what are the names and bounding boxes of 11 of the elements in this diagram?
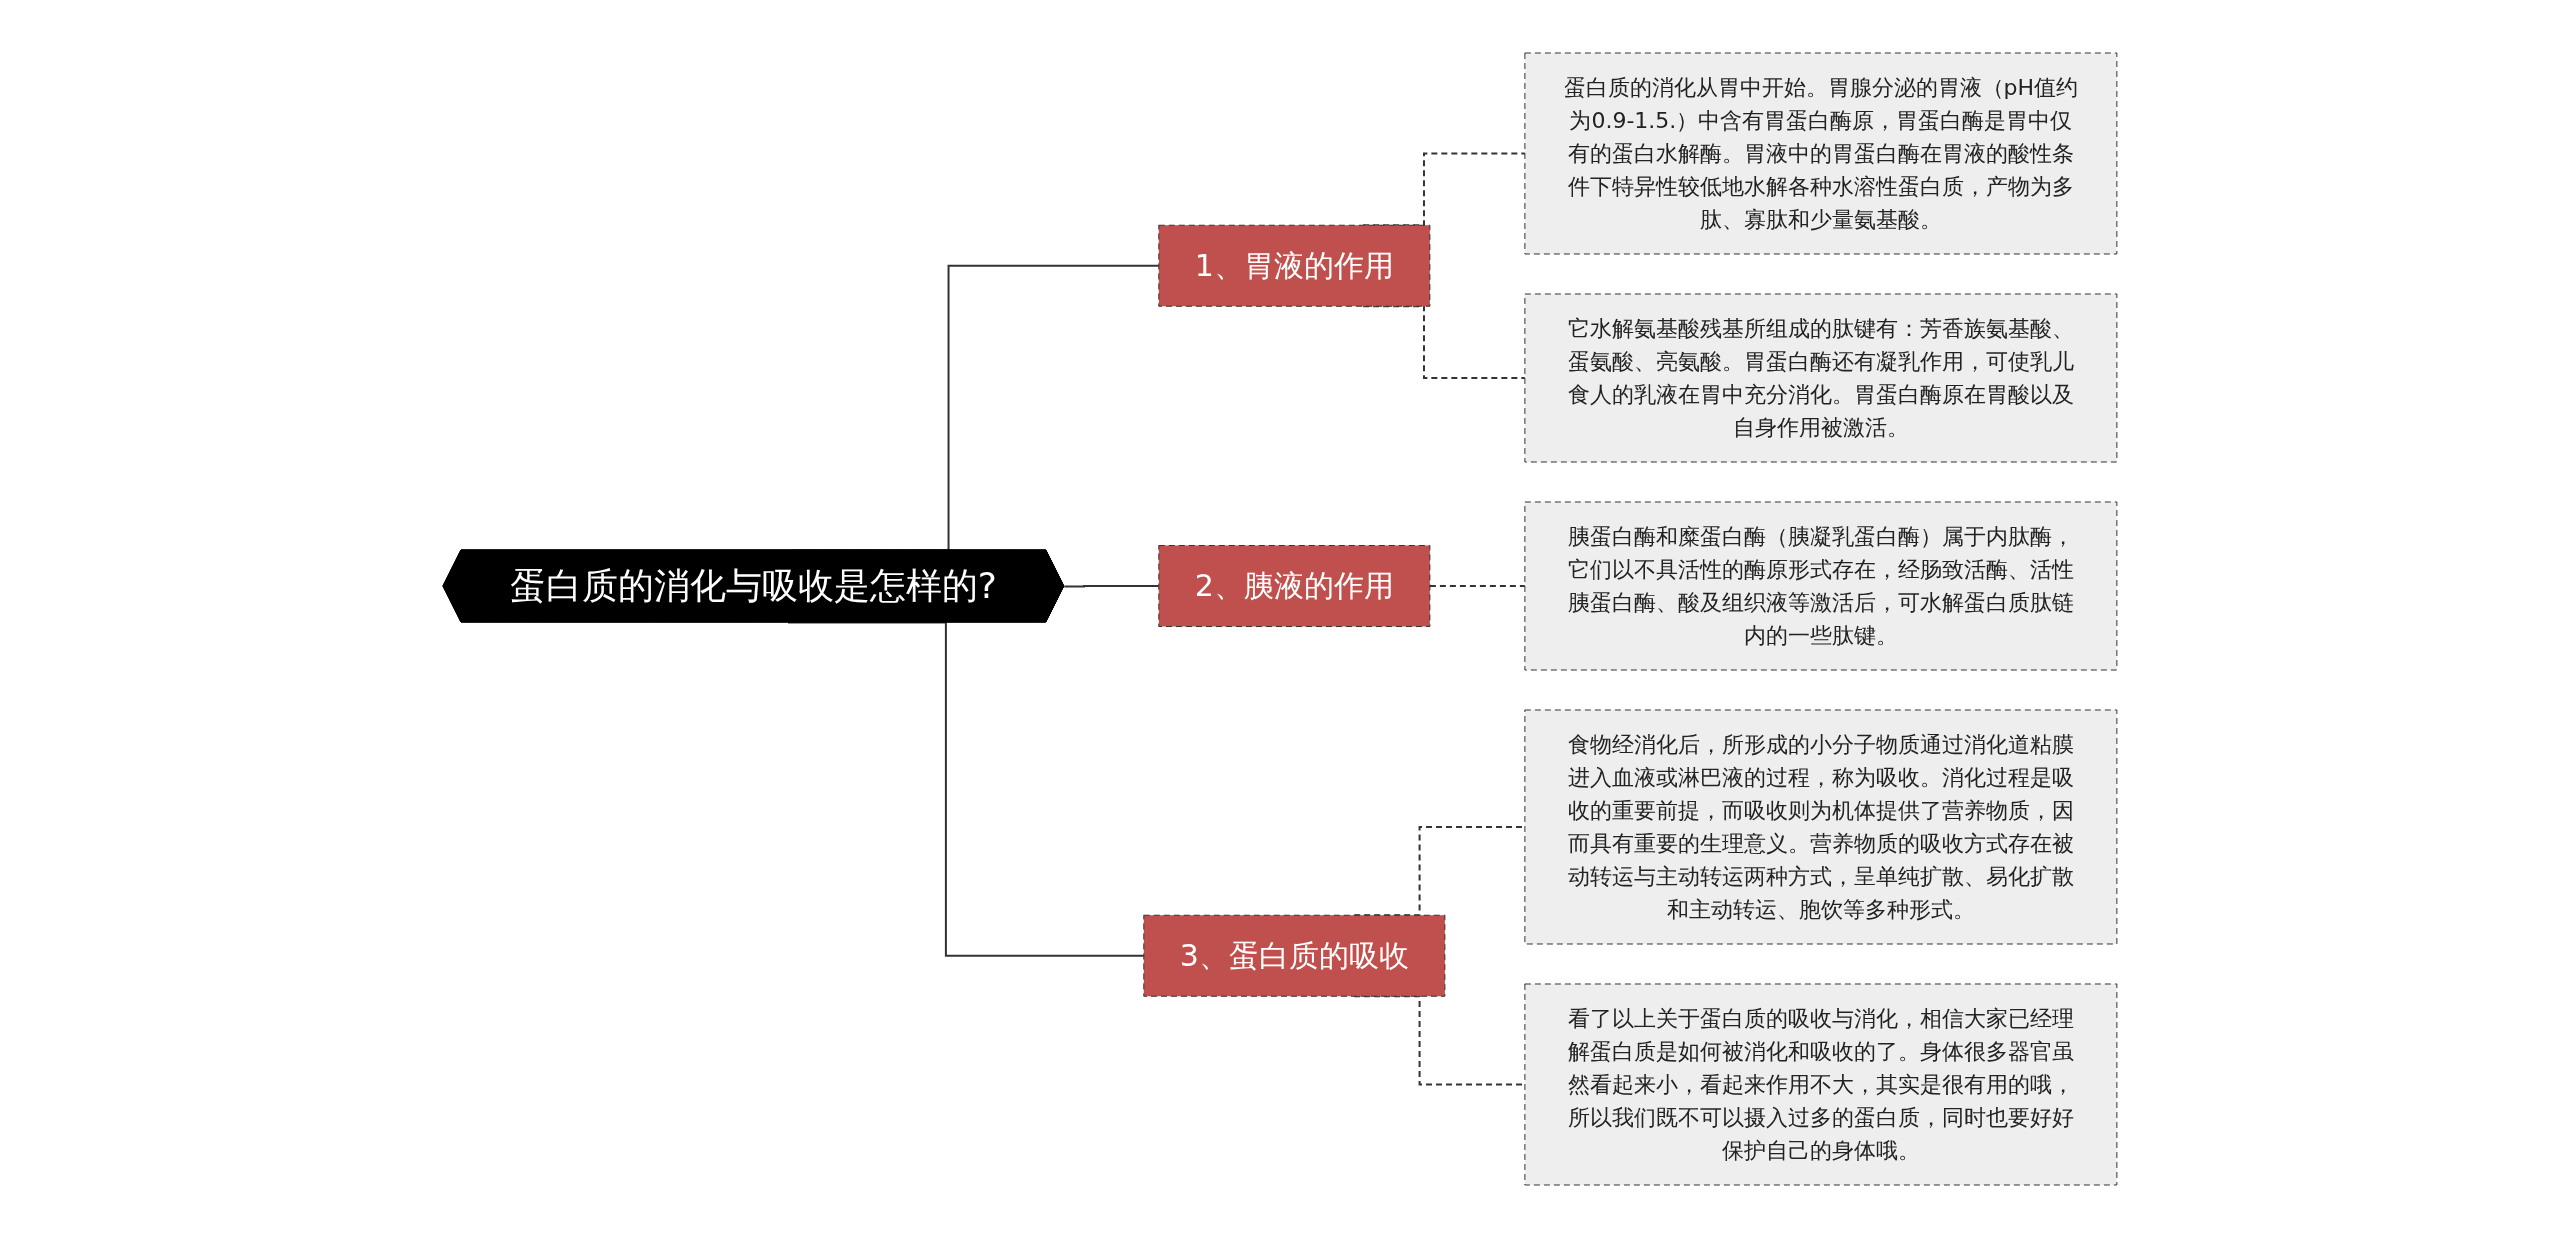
node-box: 它水解氨基酸残基所组成的肽键有：芳香族氨基酸、蛋氨酸、亮氨酸。胃蛋白酶还有凝乳作用，可使乳儿食人的乳液在胃中充分消化。胃蛋白酶原在胃酸以及自身作用被激活。 xyxy=(1524,293,2118,462)
connector xyxy=(1428,584,1526,587)
connector xyxy=(1362,304,1526,379)
node-box: 胰蛋白酶和糜蛋白酶（胰凝乳蛋白酶）属于内肽酶，它们以不具活性的酶原形式存在，经肠致活酶、活性胰蛋白酶、酸及组织液等激活后，可水解蛋白质肽链内的一些肽键。 xyxy=(1524,501,2118,670)
node-box: 蛋白质的消化从胃中开始。胃腺分泌的胃液（pH值约为0.9-1.5.）中含有胃蛋白酶原，胃蛋白酶是胃中仅有的蛋白水解酶。胃液中的胃蛋白酶在胃液的酸性条件下特异性较低地水解各种水溶性蛋白质，产物为多肽、寡肽和少量氨基酸。 xyxy=(1524,52,2118,254)
node-box: 1、胃液的作用 xyxy=(1158,224,1431,307)
node-box: 2、胰液的作用 xyxy=(1158,544,1431,627)
node-box: 3、蛋白质的吸收 xyxy=(1143,914,1446,997)
connector xyxy=(1063,584,1160,587)
node-box: 食物经消化后，所形成的小分子物质通过消化道粘膜进入血液或淋巴液的过程，称为吸收。消化过程是吸收的重要前提，而吸收则为机体提供了营养物质，因而具有重要的生理意义。营养物质的吸收方式存在被动转运与主动转运两种方式，呈单纯扩散、易化扩散和主动转运、胞饮等多种形式。 xyxy=(1524,709,2118,944)
node-box: 看了以上关于蛋白质的吸收与消化，相信大家已经理解蛋白质是如何被消化和吸收的了。身体很多器官虽然看起来小，看起来作用不大，其实是很有用的哦，所以我们既不可以摄入过多的蛋白质，同时也要好好保护自己的身体哦。 xyxy=(1524,983,2118,1185)
